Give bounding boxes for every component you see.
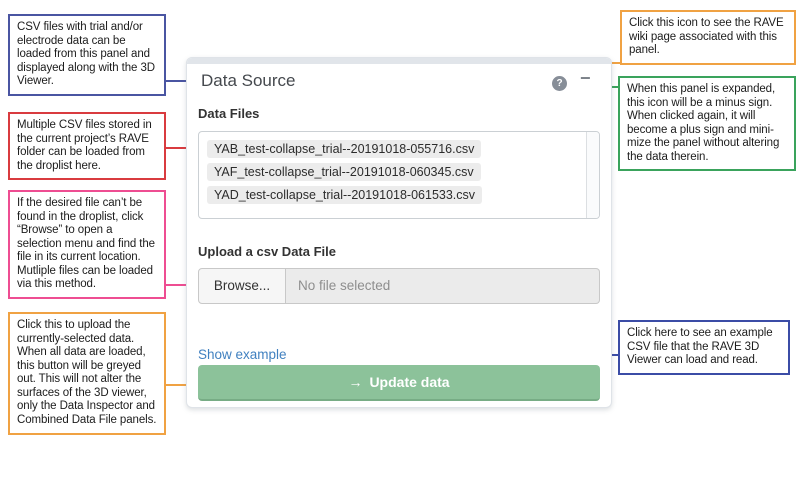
connector-line-title — [166, 80, 186, 82]
note-wiki: Click this icon to see the RAVE wiki pag… — [620, 10, 796, 65]
data-files-label: Data Files — [198, 106, 260, 121]
note-browse: If the desired file can’t be found in th… — [8, 190, 166, 299]
connector-line-droplist — [166, 147, 196, 149]
panel-title: Data Source — [201, 71, 296, 90]
note-csv-overview: CSV files with trial and/or electrode da… — [8, 14, 166, 96]
note-droplist: Multiple CSV files stored in the current… — [8, 112, 166, 181]
file-input-group: Browse... No file selected — [198, 268, 600, 304]
help-icon[interactable]: ? — [552, 76, 567, 91]
connector-line-update — [166, 384, 197, 386]
file-option[interactable]: YAF_test-collapse_trial--20191018-060345… — [207, 163, 481, 181]
droplist-scrollbar[interactable] — [586, 132, 599, 218]
panel-top-bar — [187, 58, 611, 64]
browse-button[interactable]: Browse... — [198, 268, 286, 304]
update-data-button[interactable]: → Update data — [198, 365, 600, 401]
update-data-button-label: Update data — [369, 374, 450, 390]
note-update: Click this to upload the currently-selec… — [8, 312, 166, 435]
file-option[interactable]: YAB_test-collapse_trial--20191018-055716… — [207, 140, 482, 158]
arrow-right-icon: → — [348, 374, 363, 390]
minus-collapse-icon[interactable]: − — [580, 68, 591, 88]
connector-line-browse — [166, 284, 189, 286]
show-example-link[interactable]: Show example — [198, 347, 287, 362]
file-droplist[interactable]: YAB_test-collapse_trial--20191018-055716… — [198, 131, 600, 219]
file-option[interactable]: YAD_test-collapse_trial--20191018-061533… — [207, 186, 483, 204]
data-source-panel: Data Source ? − Data Files YAB_test-coll… — [186, 57, 612, 408]
upload-label: Upload a csv Data File — [198, 244, 336, 259]
note-collapse: When this panel is expanded, this icon w… — [618, 76, 796, 172]
note-example: Click here to see an example CSV file th… — [618, 320, 790, 375]
file-name-display: No file selected — [286, 268, 600, 304]
